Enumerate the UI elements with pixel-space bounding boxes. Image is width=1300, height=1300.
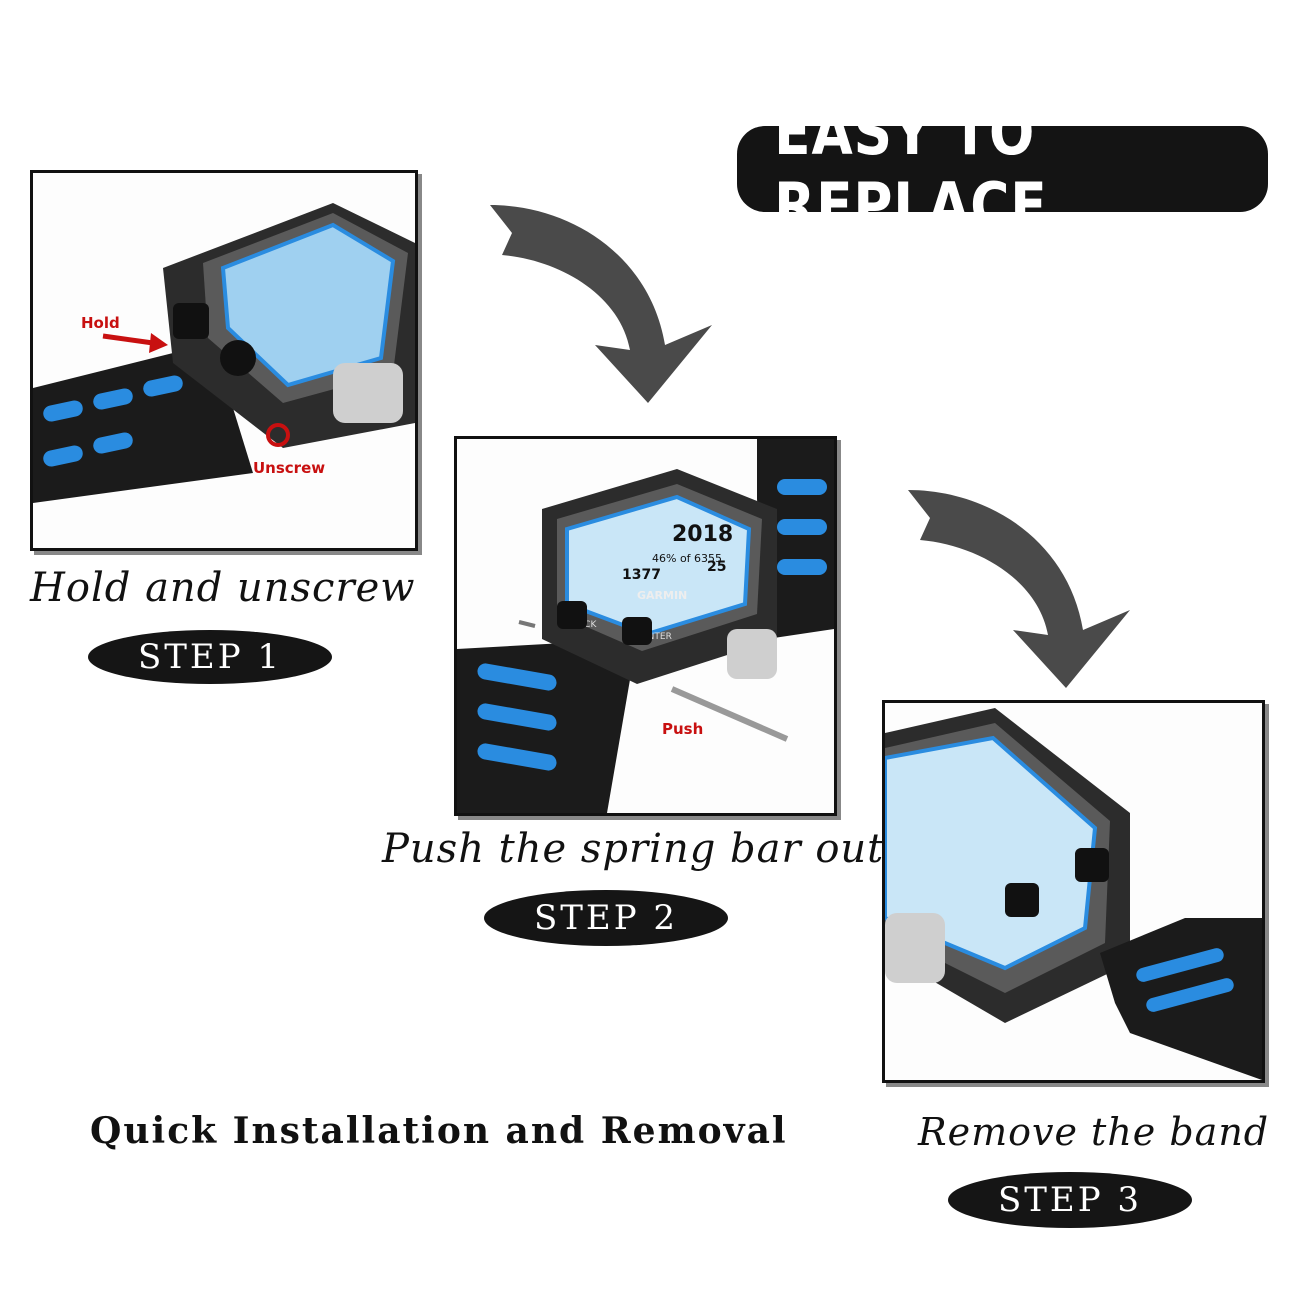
step1-photo: Hold Unscrew [30,170,418,551]
watch-left-value: 1377 [622,567,661,583]
curved-arrow-icon [490,205,712,403]
step1-caption: Hold and unscrew [30,565,416,611]
curved-arrow-icon [908,490,1130,688]
step1-badge: STEP 1 [88,630,332,684]
push-note: Push [662,720,703,738]
step2-badge: STEP 2 [484,890,728,946]
step2-photo: 2018 46% of 6355 1377 25 GARMIN BACK ENT… [454,436,837,816]
step2-caption: Push the spring bar out [382,826,885,872]
footer-tagline: Quick Installation and Removal [90,1110,788,1152]
watch-right-value: 25 [707,559,726,575]
unscrew-note: Unscrew [253,459,325,477]
hold-note: Hold [81,314,120,332]
headline-badge: EASY TO REPLACE [737,96,1268,242]
step3-photo [882,700,1265,1083]
headline-text: EASY TO REPLACE [774,96,1048,242]
watch-progress: 46% of 6355 [652,552,722,565]
watch-enter-label: ENTER [642,632,672,642]
step3-caption: Remove the band [918,1110,1270,1154]
watch-brand: GARMIN [637,589,687,602]
watch-year: 2018 [672,522,733,547]
step3-badge: STEP 3 [948,1172,1192,1228]
